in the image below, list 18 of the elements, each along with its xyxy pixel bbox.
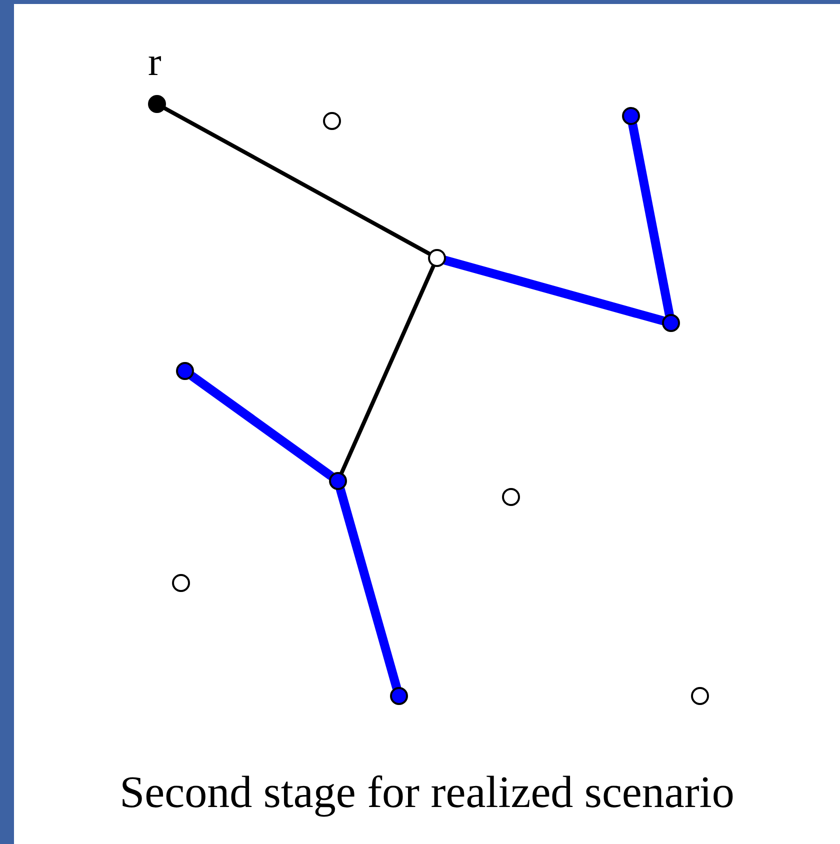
vertex-label: r (148, 42, 162, 82)
empty-vertex (323, 112, 341, 130)
vertex-dot (622, 107, 640, 125)
vertex-dot (390, 687, 408, 705)
edge-line (340, 264, 436, 475)
vertex-dot (176, 362, 194, 380)
thick-edge (441, 256, 667, 326)
caption: Second stage for realized scenario (118, 766, 736, 818)
vertex-dot (662, 314, 680, 332)
empty-vertex (691, 687, 709, 705)
thick-edge (188, 372, 336, 480)
empty-vertex (172, 574, 190, 592)
edge-line (162, 106, 432, 256)
vertex-dot (148, 95, 166, 113)
vertex-dot (329, 472, 347, 490)
empty-vertex (428, 249, 446, 267)
thick-edge (336, 485, 402, 692)
empty-vertex (502, 488, 520, 506)
